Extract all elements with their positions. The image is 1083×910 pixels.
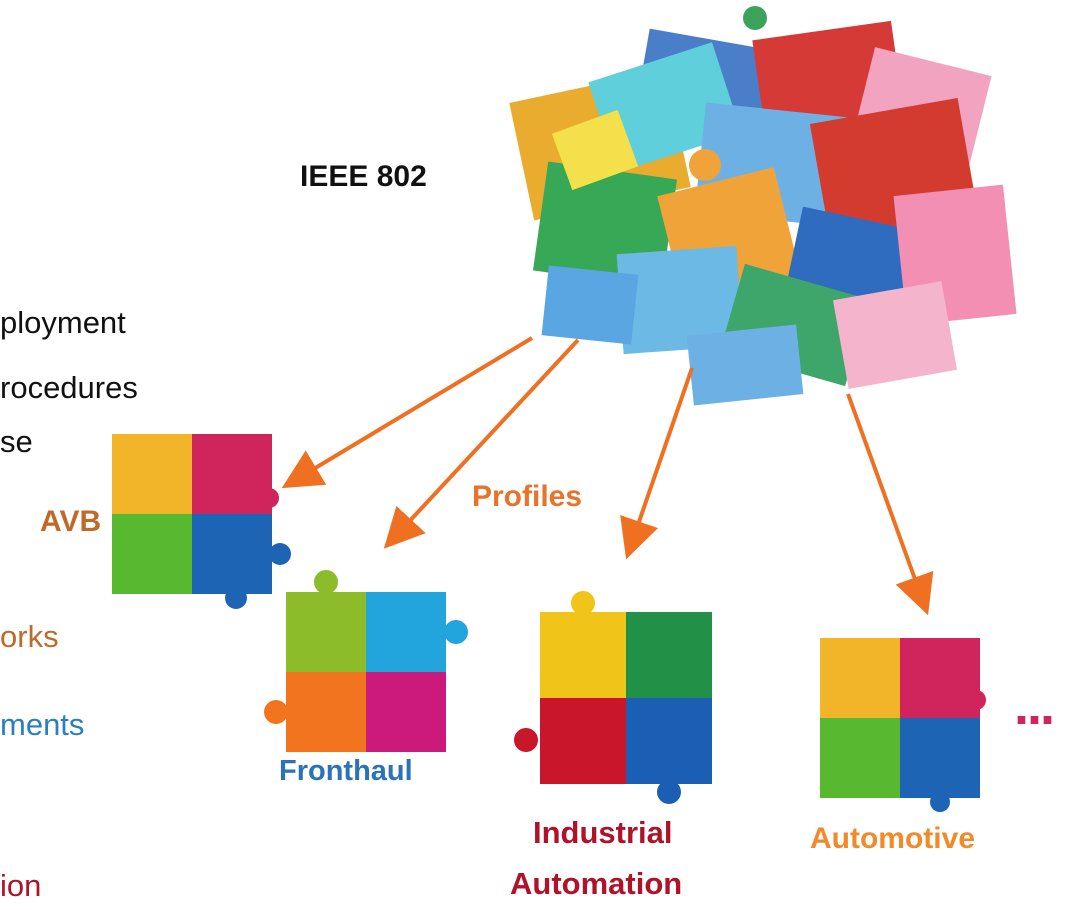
arrow-to-avb xyxy=(281,336,534,489)
left-text-line-5: ments xyxy=(0,707,85,742)
puzzle-pile-image xyxy=(509,6,1017,406)
left-text-line-6: ion xyxy=(0,868,42,903)
ellipsis-label: ... xyxy=(1014,676,1055,736)
arrow-to-industrial xyxy=(620,367,694,560)
avb-puzzle-image xyxy=(112,434,291,609)
industrial-label-line2: Automation xyxy=(510,866,683,901)
ieee-802-label: IEEE 802 xyxy=(300,160,427,193)
fronthaul-label: Fronthaul xyxy=(279,755,413,787)
arrow-to-fronthaul xyxy=(383,338,580,549)
automotive-label: Automotive xyxy=(810,822,975,855)
industrial-puzzle-image xyxy=(514,591,712,804)
left-text-line-4: orks xyxy=(0,619,59,654)
automotive-puzzle-image xyxy=(820,638,986,812)
left-text-line-3: se xyxy=(0,424,33,459)
fronthaul-puzzle-image xyxy=(264,570,468,752)
left-text-line-2: rocedures xyxy=(0,370,138,405)
profiles-label: Profiles xyxy=(472,480,583,513)
left-text-line-1: ployment xyxy=(0,305,126,340)
arrow-to-automotive xyxy=(846,393,934,616)
profile-arrows xyxy=(281,336,934,616)
industrial-label-line1: Industrial xyxy=(533,815,673,850)
avb-label: AVB xyxy=(40,505,102,538)
